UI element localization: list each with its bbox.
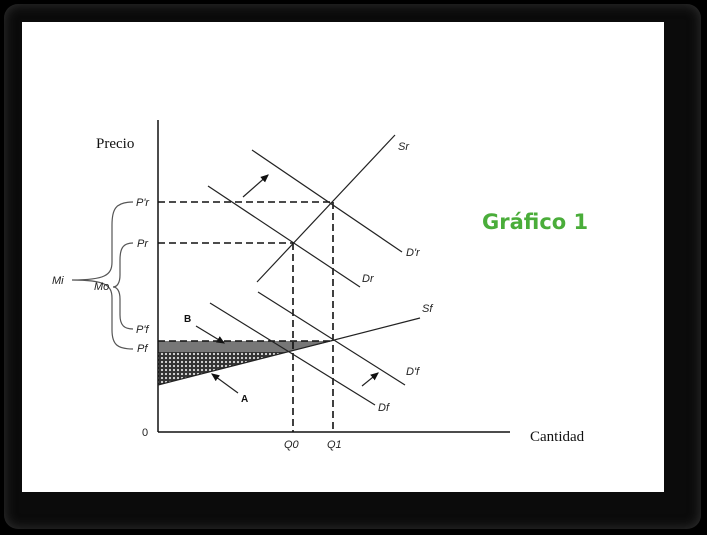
- area-b-label: B: [184, 314, 191, 325]
- pointer-arrow-b-icon: [195, 325, 226, 344]
- shift-arrow-icon: [361, 372, 379, 387]
- q1-label: Q1: [327, 439, 342, 451]
- mi-label: Mi: [52, 275, 64, 287]
- brace-mi: [71, 201, 134, 350]
- sf-label: Sf: [422, 303, 433, 315]
- pf-label: Pf: [137, 343, 148, 355]
- area-b: [158, 341, 333, 352]
- supply-curve-sr: [256, 134, 396, 283]
- pr-label: Pr: [137, 238, 149, 250]
- pr-prime-label: P'r: [136, 197, 150, 209]
- dashed-guides: [158, 201, 334, 432]
- origin-label: 0: [142, 427, 148, 439]
- diagram-panel: [22, 22, 664, 492]
- sr-label: Sr: [398, 141, 410, 153]
- y-axis-label: Precio: [96, 136, 134, 152]
- mo-label: Mo: [94, 281, 109, 293]
- area-a-label: A: [241, 394, 248, 405]
- df-prime-label: D'f: [406, 366, 420, 378]
- chart-title: Gráfico 1: [482, 210, 589, 234]
- dr-label: Dr: [362, 273, 375, 285]
- dr-prime-label: D'r: [406, 247, 421, 259]
- demand-curve-dr: [207, 185, 361, 288]
- x-axis-label: Cantidad: [530, 429, 585, 445]
- shift-arrow-icon: [242, 174, 269, 198]
- demand-curve-df: [209, 302, 376, 406]
- q0-label: Q0: [284, 439, 300, 451]
- brace-mo: [112, 242, 134, 330]
- demand-curve-dr-prime: [251, 149, 403, 253]
- demand-curve-df-prime: [257, 291, 406, 386]
- df-label: Df: [378, 402, 390, 414]
- pointer-arrow-a-icon: [211, 373, 239, 394]
- pf-prime-label: P'f: [136, 324, 149, 336]
